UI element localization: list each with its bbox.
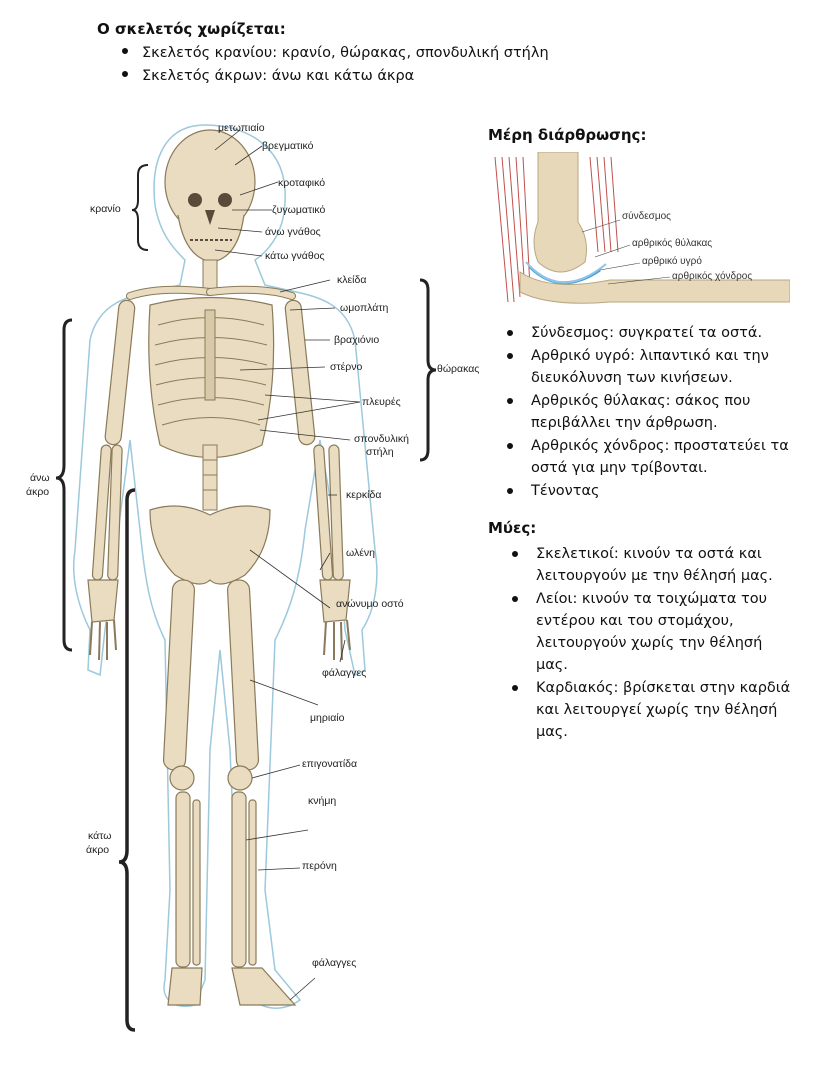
joint-list: Σύνδεσμος: συγκρατεί τα οστά. Αρθρικό υγ… [505, 322, 795, 503]
muscles-title: Μύες: [488, 519, 537, 537]
label-vraxionio: βραχιόνιο [334, 334, 380, 346]
list-item: Αρθρικός χόνδρος: προστατεύει τα οστά γι… [505, 435, 795, 479]
label-falagges-foot: φάλαγγες [312, 957, 357, 969]
label-plevres: πλευρές [362, 396, 401, 408]
label-kleida: κλείδα [337, 274, 367, 286]
muscles-list: Σκελετικοί: κινούν τα οστά και λειτουργο… [510, 543, 795, 744]
list-item: Σκελετικοί: κινούν τα οστά και λειτουργο… [510, 543, 795, 587]
list-item: Καρδιακός: βρίσκεται στην καρδιά και λει… [510, 677, 795, 743]
label-sterno: στέρνο [330, 361, 363, 373]
bullet-text: Σκελετός κρανίου: κρανίο, θώρακας, σπονδ… [142, 45, 549, 61]
label-anonymo: ανώνυμο οστό [336, 598, 404, 610]
joint-label-xondros: αρθρικός χόνδρος [672, 270, 752, 282]
label-omoplati: ωμοπλάτη [340, 302, 389, 314]
list-item: Τένοντας [505, 480, 795, 502]
joint-label-thylakas: αρθρικός θύλακας [632, 237, 712, 249]
label-ano-akro-1: άνω [30, 472, 50, 484]
bullet-limbs: Σκελετός άκρων: άνω και κάτω άκρα [122, 68, 414, 84]
pelvis [149, 505, 271, 585]
label-spondyliki-2: στήλη [366, 446, 394, 458]
joint-label-syndesmos: σύνδεσμος [622, 210, 671, 222]
list-item: Αρθρικός θύλακας: σάκος που περιβάλλει τ… [505, 390, 795, 434]
label-spondyliki-1: σπονδυλική [354, 433, 409, 445]
bullet-text: Σκελετός άκρων: άνω και κάτω άκρα [142, 68, 415, 84]
label-kato-akro-1: κάτω [88, 830, 112, 842]
jaw [177, 214, 245, 263]
joint-title: Μέρη διάρθρωσης: [488, 126, 647, 144]
bracket-ano-akro [55, 318, 73, 652]
bullet-cranial: Σκελετός κρανίου: κρανίο, θώρακας, σπονδ… [122, 45, 549, 61]
label-thorakas: θώρακας [437, 363, 480, 375]
bullet-dot [122, 71, 128, 77]
bracket-kranio [131, 164, 149, 251]
list-item: Αρθρικό υγρό: λιπαντικό και την διευκόλυ… [505, 345, 795, 389]
label-falagges-hand: φάλαγγες [322, 667, 367, 679]
list-item: Σύνδεσμος: συγκρατεί τα οστά. [505, 322, 795, 344]
label-miriaio: μηριαίο [310, 712, 345, 724]
label-peroni: περόνη [302, 860, 337, 872]
label-metopiaio: μετωπιαίο [218, 122, 265, 134]
label-olena: ωλένη [346, 547, 376, 559]
label-ano-akro-2: άκρο [26, 486, 50, 498]
bracket-thorakas [419, 278, 437, 462]
label-knimi: κνήμη [308, 795, 337, 807]
skeleton-illustration [55, 124, 437, 1032]
bracket-kato-akro [118, 488, 136, 1032]
label-kato-gnathos: κάτω γνάθος [265, 250, 325, 262]
label-ano-gnathos: άνω γνάθος [265, 226, 321, 238]
bullet-dot [122, 48, 128, 54]
label-vregmatiko: βρεγματικό [262, 140, 314, 152]
label-kato-akro-2: άκρο [86, 844, 110, 856]
joint-illustration: σύνδεσμος αρθρικός θύλακας αρθρικό υγρό … [490, 152, 790, 317]
label-kerkida: κερκίδα [346, 489, 382, 501]
list-item: Λείοι: κινούν τα τοιχώματα του εντέρου κ… [510, 588, 795, 676]
label-kranio: κρανίο [90, 203, 121, 215]
joint-label-ygro: αρθρικό υγρό [642, 255, 702, 267]
page-title: Ο σκελετός χωρίζεται: [97, 20, 286, 38]
label-epigonatida: επιγονατίδα [302, 758, 358, 770]
label-krotafiko: κροταφικό [278, 177, 326, 189]
label-zygomatiko: ζυγωματικό [272, 204, 326, 216]
